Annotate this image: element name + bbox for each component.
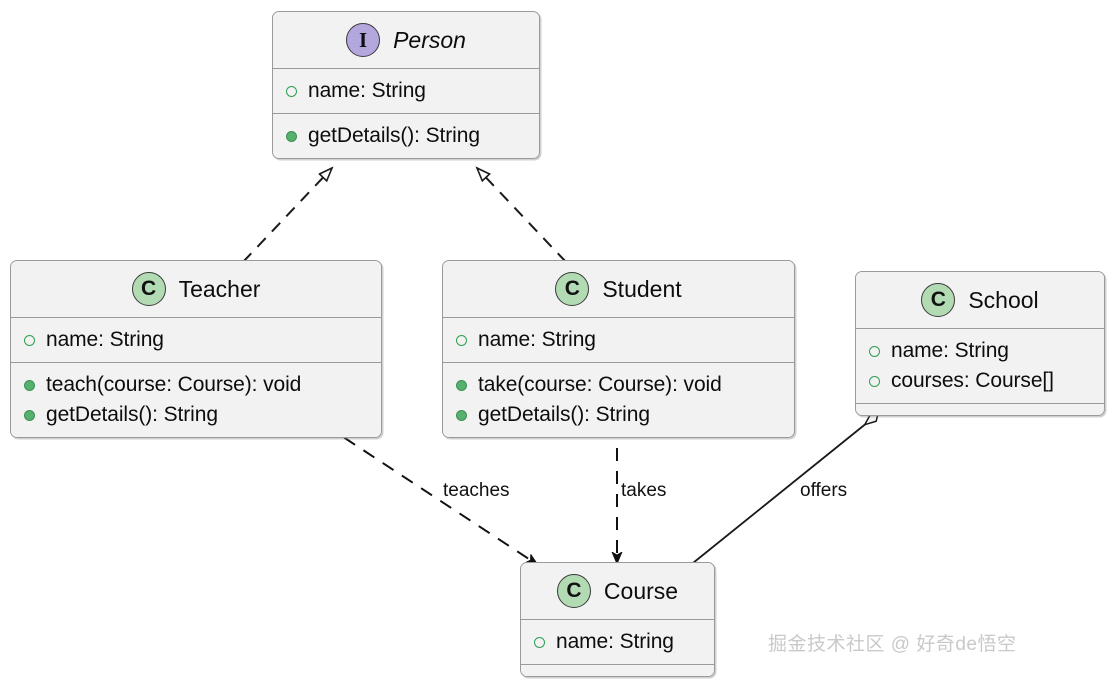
public-field-marker-icon bbox=[24, 334, 35, 346]
class-box-course[interactable]: C Course name: String bbox=[520, 562, 715, 677]
class-box-student[interactable]: C Student name: String take(course: Cour… bbox=[442, 260, 795, 438]
field-row: name: String bbox=[856, 336, 1104, 366]
method-row: getDetails(): String bbox=[11, 400, 381, 430]
fields-compartment-course: name: String bbox=[521, 619, 714, 664]
fields-compartment-person: name: String bbox=[273, 68, 539, 113]
public-method-marker-icon bbox=[456, 409, 467, 421]
class-name-person: Person bbox=[393, 26, 466, 53]
fields-compartment-school: name: String courses: Course[] bbox=[856, 328, 1104, 403]
field-label: name: String bbox=[46, 328, 164, 351]
edge-label-offers: offers bbox=[800, 480, 848, 501]
field-label: name: String bbox=[556, 630, 674, 653]
public-method-marker-icon bbox=[24, 409, 35, 421]
class-box-teacher[interactable]: C Teacher name: String teach(course: Cou… bbox=[10, 260, 382, 438]
method-label: getDetails(): String bbox=[308, 124, 480, 147]
class-header-course: C Course bbox=[521, 563, 714, 619]
class-header-teacher: C Teacher bbox=[11, 261, 381, 317]
edge-label-takes: takes bbox=[621, 480, 667, 501]
class-header-student: C Student bbox=[443, 261, 794, 317]
class-icon: C bbox=[131, 272, 166, 306]
edge-label-teaches: teaches bbox=[443, 480, 510, 501]
method-label: getDetails(): String bbox=[46, 403, 218, 426]
method-row: getDetails(): String bbox=[273, 121, 539, 151]
edge-teacher-realizes-person bbox=[242, 168, 332, 263]
field-row: name: String bbox=[443, 325, 794, 355]
class-icon: C bbox=[556, 574, 591, 608]
public-method-marker-icon bbox=[24, 379, 35, 391]
class-icon: C bbox=[921, 283, 956, 317]
methods-compartment-school bbox=[856, 403, 1104, 415]
field-label: name: String bbox=[478, 328, 596, 351]
methods-compartment-teacher: teach(course: Course): void getDetails()… bbox=[11, 362, 381, 437]
method-row: take(course: Course): void bbox=[443, 370, 794, 400]
fields-compartment-student: name: String bbox=[443, 317, 794, 362]
method-label: teach(course: Course): void bbox=[46, 373, 302, 396]
class-name-student: Student bbox=[602, 275, 682, 302]
class-icon: C bbox=[555, 272, 590, 306]
methods-compartment-course bbox=[521, 664, 714, 676]
public-field-marker-icon bbox=[534, 636, 545, 648]
interface-icon: I bbox=[346, 23, 381, 57]
class-name-course: Course bbox=[603, 577, 679, 604]
field-label: name: String bbox=[891, 339, 1009, 362]
methods-compartment-person: getDetails(): String bbox=[273, 113, 539, 158]
field-row: name: String bbox=[273, 76, 539, 106]
public-method-marker-icon bbox=[456, 379, 467, 391]
method-label: getDetails(): String bbox=[478, 403, 650, 426]
public-field-marker-icon bbox=[869, 345, 880, 357]
public-method-marker-icon bbox=[286, 130, 297, 142]
class-name-school: School bbox=[968, 286, 1039, 313]
fields-compartment-teacher: name: String bbox=[11, 317, 381, 362]
public-field-marker-icon bbox=[456, 334, 467, 346]
methods-compartment-student: take(course: Course): void getDetails():… bbox=[443, 362, 794, 437]
class-header-school: C School bbox=[856, 272, 1104, 328]
method-row: getDetails(): String bbox=[443, 400, 794, 430]
field-row: courses: Course[] bbox=[856, 366, 1104, 396]
class-box-person[interactable]: I Person name: String getDetails(): Stri… bbox=[272, 11, 540, 159]
field-row: name: String bbox=[521, 627, 714, 657]
public-field-marker-icon bbox=[869, 375, 880, 387]
edge-student-realizes-person bbox=[477, 168, 567, 263]
field-label: courses: Course[] bbox=[891, 369, 1054, 392]
class-header-person: I Person bbox=[273, 12, 539, 68]
class-box-school[interactable]: C School name: String courses: Course[] bbox=[855, 271, 1105, 416]
method-label: take(course: Course): void bbox=[478, 373, 722, 396]
class-name-teacher: Teacher bbox=[178, 275, 261, 302]
public-field-marker-icon bbox=[286, 85, 297, 97]
field-label: name: String bbox=[308, 79, 426, 102]
field-row: name: String bbox=[11, 325, 381, 355]
watermark-text: 掘金技术社区 @ 好奇de悟空 bbox=[768, 634, 1017, 655]
method-row: teach(course: Course): void bbox=[11, 370, 381, 400]
